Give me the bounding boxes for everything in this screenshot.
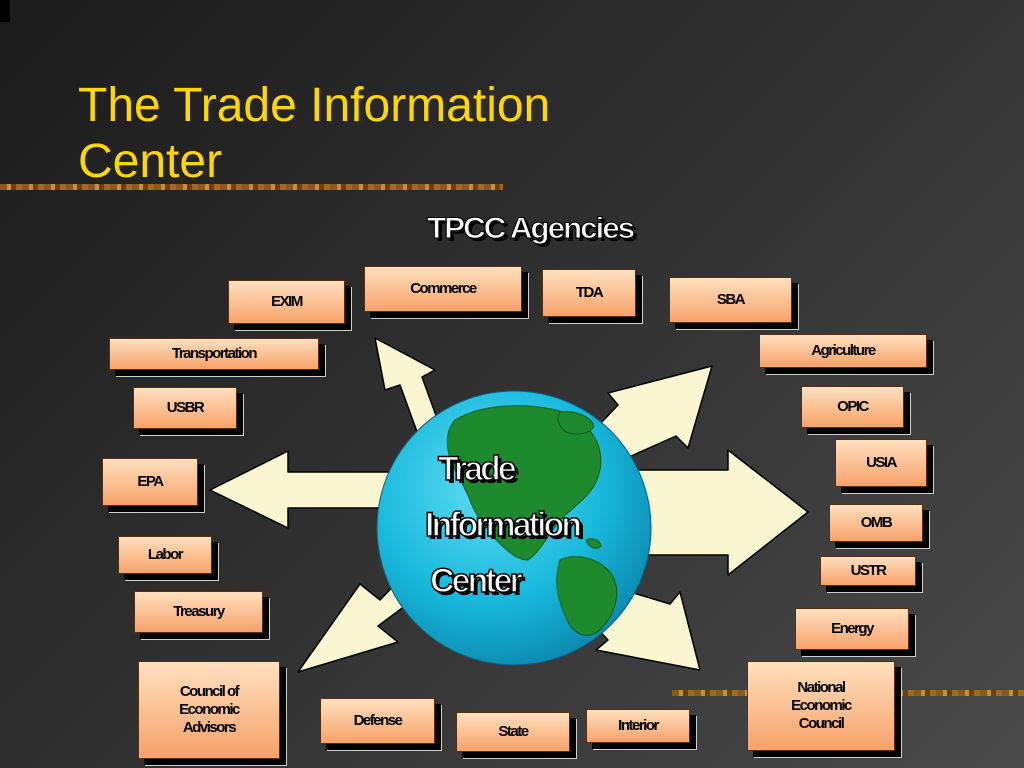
arrow-left: [209, 450, 401, 529]
agency-box-usbr: USBR: [133, 387, 237, 429]
cea-line-1: Council of: [179, 683, 240, 700]
diagram-header: TPCC Agencies: [426, 212, 635, 246]
agency-box-labor: Labor: [118, 536, 212, 574]
corner-mark: [0, 0, 10, 22]
agency-box-tda: TDA: [542, 269, 636, 317]
agency-box-commerce: Commerce: [364, 266, 522, 312]
continent-island: [585, 538, 602, 549]
agency-box-usia: USIA: [835, 439, 927, 487]
agency-box-opic: OPIC: [801, 386, 904, 428]
nec-line-1: National: [797, 679, 846, 696]
agency-box-exim: EXIM: [228, 280, 345, 324]
page-title: The Trade Information Center: [78, 78, 550, 190]
agency-box-state: State: [456, 712, 570, 752]
agency-box-sba: SBA: [669, 277, 792, 323]
continent-greenland: [557, 411, 595, 435]
agency-box-ustr: USTR: [820, 556, 916, 586]
nec-line-3: Council: [798, 715, 845, 732]
agency-box-council-of-economic-advisors: Council of Economic Advisors: [138, 661, 280, 759]
cea-line-3: Advisors: [182, 719, 237, 736]
agency-box-transportation: Transportation: [109, 338, 319, 370]
continent-north-america: [446, 405, 602, 561]
title-line-2: Center: [78, 135, 223, 188]
center-label-trade: Trade: [437, 449, 517, 489]
agency-box-treasury: Treasury: [134, 591, 263, 633]
decorative-rule-top: [0, 184, 503, 190]
center-label-center: Center: [429, 561, 523, 601]
arrow-right: [629, 449, 809, 576]
nec-line-2: Economic: [791, 697, 852, 714]
continent-south-america: [556, 556, 618, 636]
agency-box-interior: Interior: [586, 709, 690, 743]
agency-box-national-economic-council: National Economic Council: [747, 661, 895, 751]
agency-box-energy: Energy: [795, 608, 909, 650]
agency-box-omb: OMB: [829, 504, 923, 542]
agency-box-defense: Defense: [320, 698, 435, 744]
agency-box-agriculture: Agriculture: [759, 334, 927, 368]
center-label-information: Information: [424, 505, 582, 545]
agency-box-epa: EPA: [102, 458, 198, 506]
cea-line-2: Economic: [179, 701, 240, 718]
title-line-1: The Trade Information: [78, 79, 551, 132]
